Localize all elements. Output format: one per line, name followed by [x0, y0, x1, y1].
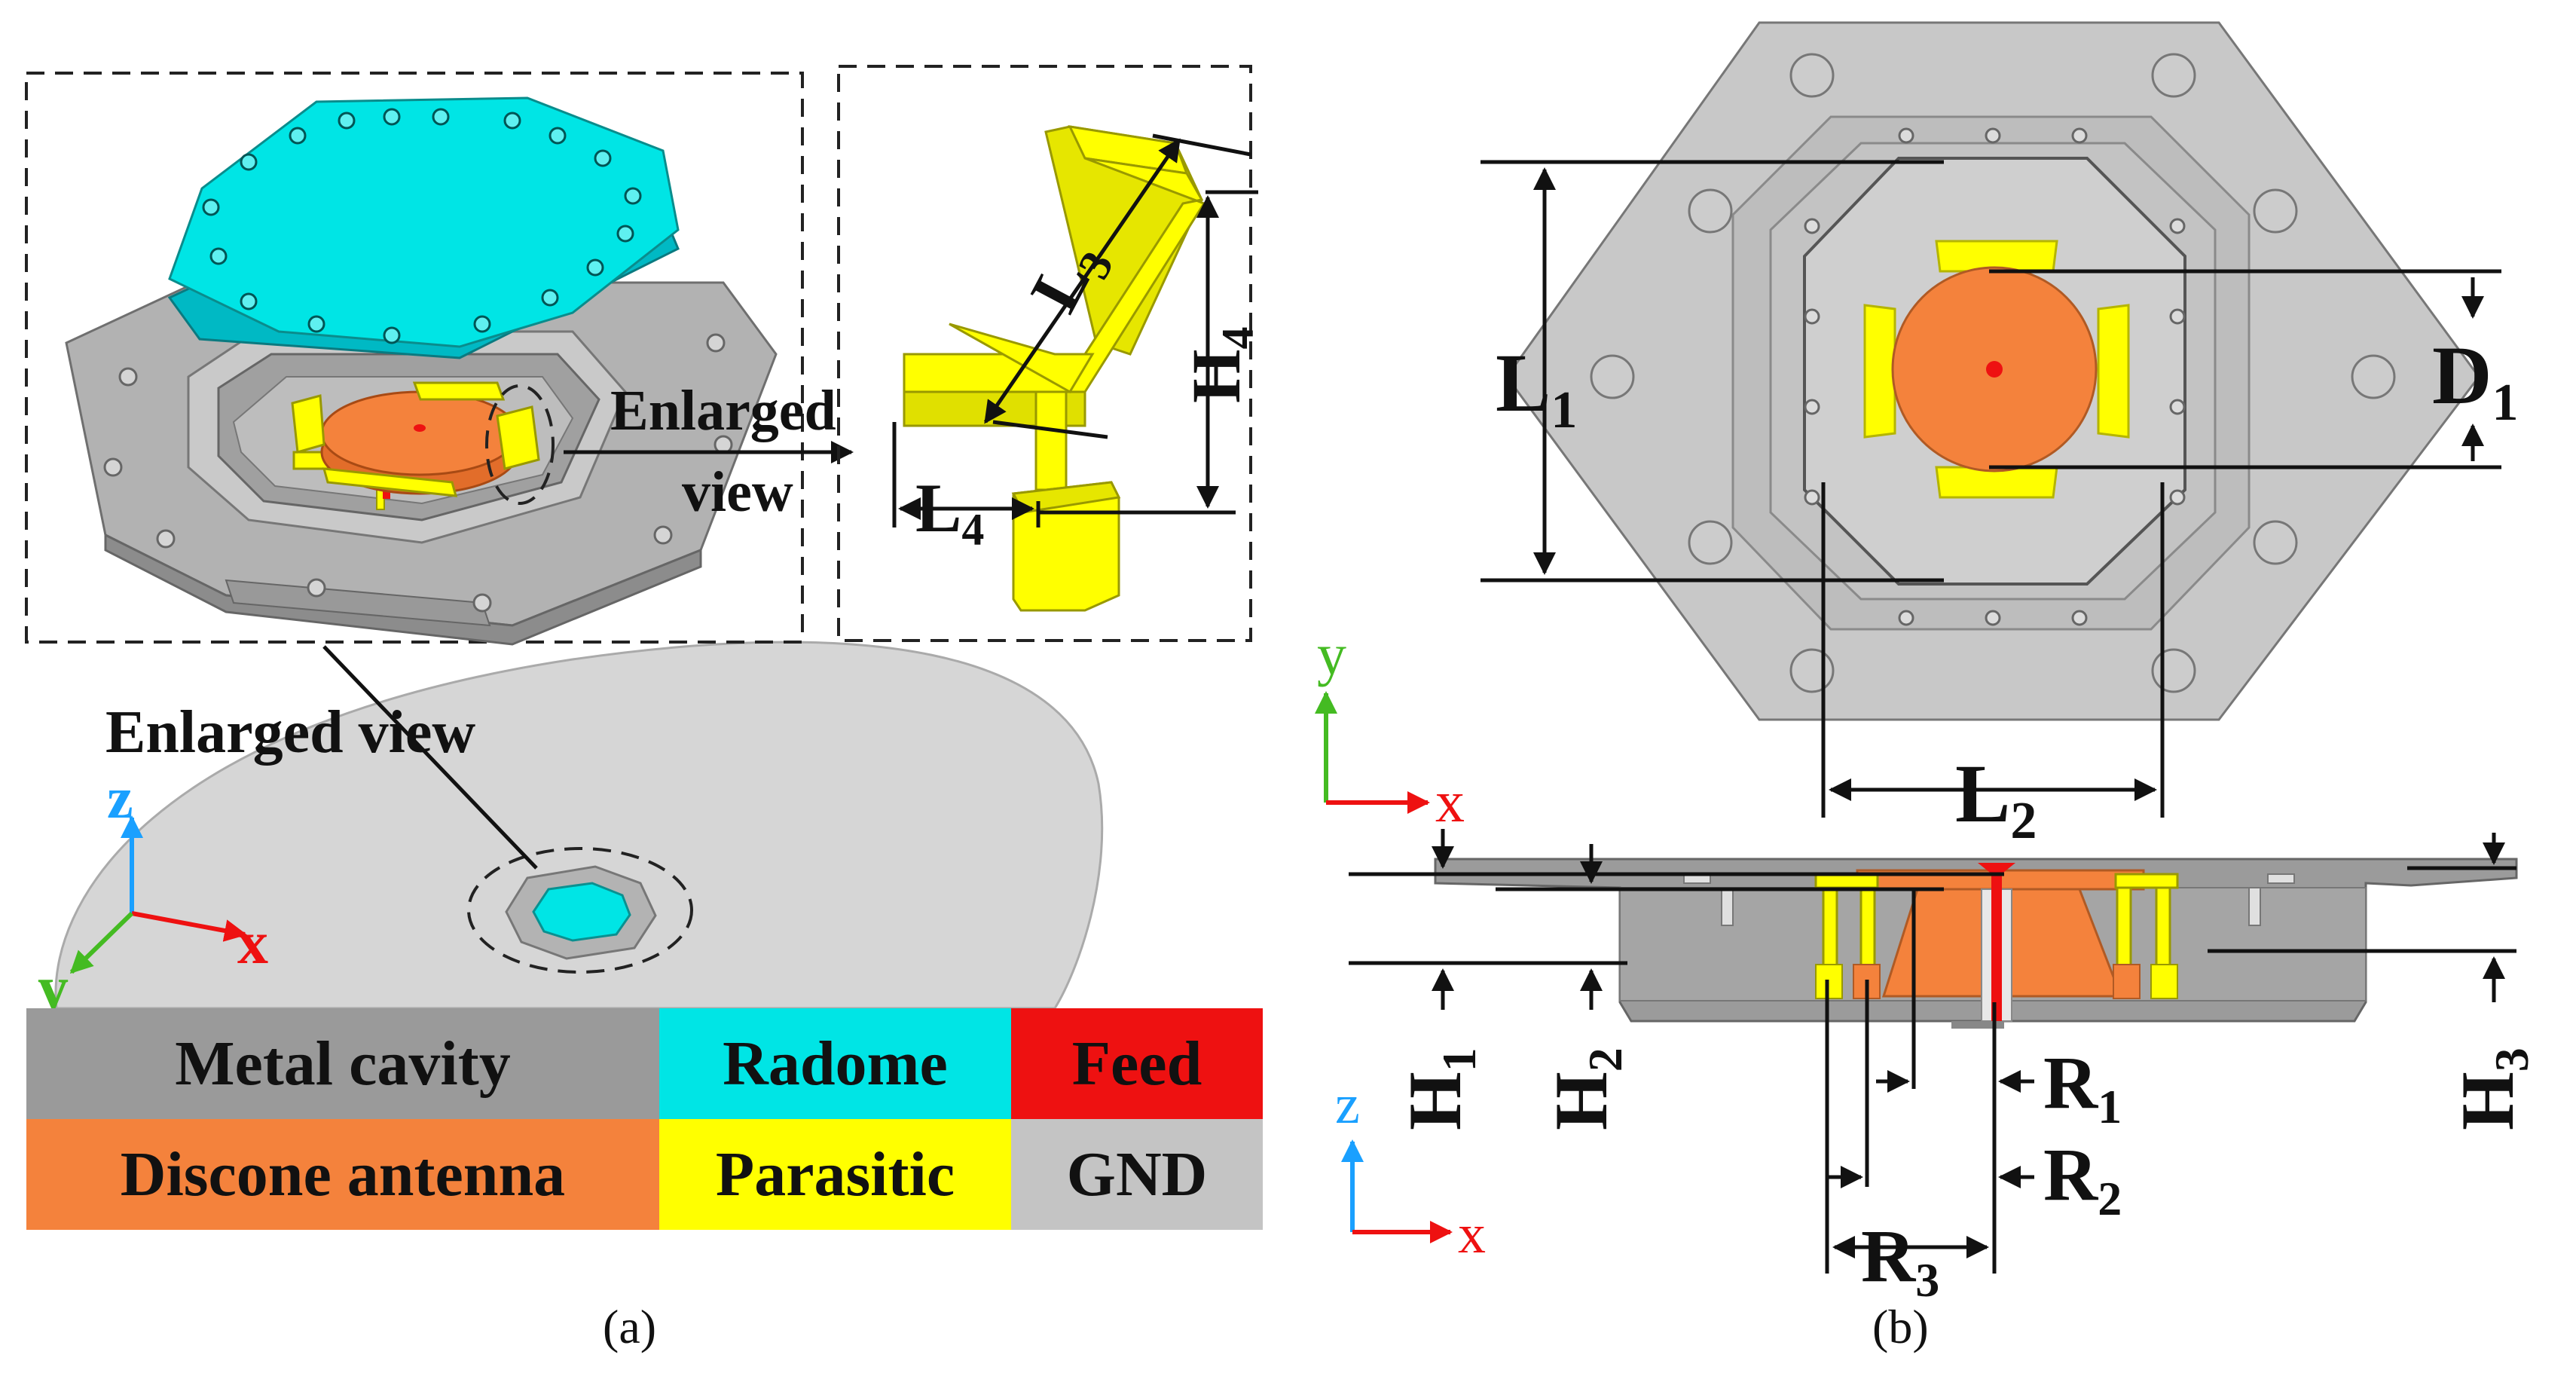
legend-radome: Radome	[659, 1008, 1011, 1119]
axis-label-z-side: z	[1335, 1074, 1360, 1136]
dim-label-h2: H2	[1539, 1047, 1632, 1130]
exploded-view-box	[25, 72, 804, 644]
dim-label-h1: H1	[1393, 1047, 1486, 1130]
callout-label-line2: view	[682, 460, 793, 524]
enlarged-view-box	[837, 65, 1252, 642]
caption-a: (a)	[603, 1300, 656, 1353]
dim-label-d1: D1	[2432, 329, 2518, 432]
dim-label-l1: L1	[1496, 337, 1577, 439]
legend-parasitic: Parasitic	[659, 1119, 1011, 1230]
axis-label-y-top: y	[1317, 622, 1346, 687]
top-view	[1505, 21, 2480, 721]
panel-b: L1 D1 L2 y x	[1315, 21, 2538, 1353]
dim-label-l2: L2	[1955, 748, 2037, 850]
caption-b: (b)	[1872, 1300, 1929, 1353]
side-view	[1434, 858, 2518, 1029]
ground-enlarged-label: Enlarged view	[105, 699, 475, 766]
dim-label-h3: H3	[2446, 1047, 2538, 1130]
ground-antenna-thumbnail	[467, 847, 693, 974]
dim-label-r1: R1	[2043, 1041, 2122, 1133]
dim-label-l4: L4	[915, 469, 984, 555]
legend-feed: Feed	[1011, 1008, 1263, 1119]
axes-top-view: y x	[1315, 622, 1465, 834]
axes-side-view: z x	[1335, 1074, 1486, 1265]
axis-label-z-a: z	[107, 765, 133, 830]
callout-label-line1: Enlarged	[610, 379, 836, 442]
dim-label-h4: H4	[1178, 326, 1263, 403]
legend-gnd: GND	[1011, 1119, 1263, 1230]
axis-label-x-side: x	[1458, 1203, 1486, 1265]
discone-3d	[291, 381, 555, 510]
axis-label-x-a: x	[237, 908, 268, 977]
material-legend: Metal cavity Radome Feed Discone antenna…	[26, 1008, 1263, 1230]
panel-a: Enlarged view L3 H4 L4 Enlarged view	[25, 65, 1263, 1353]
dim-label-r3: R3	[1861, 1214, 1939, 1307]
zoom-leader-line	[322, 645, 538, 870]
radome-3d	[167, 96, 680, 359]
axis-label-x-top: x	[1435, 769, 1465, 834]
dim-label-r2: R2	[2043, 1133, 2122, 1225]
legend-metal-cavity: Metal cavity	[26, 1008, 659, 1119]
legend-discone-antenna: Discone antenna	[26, 1119, 659, 1230]
